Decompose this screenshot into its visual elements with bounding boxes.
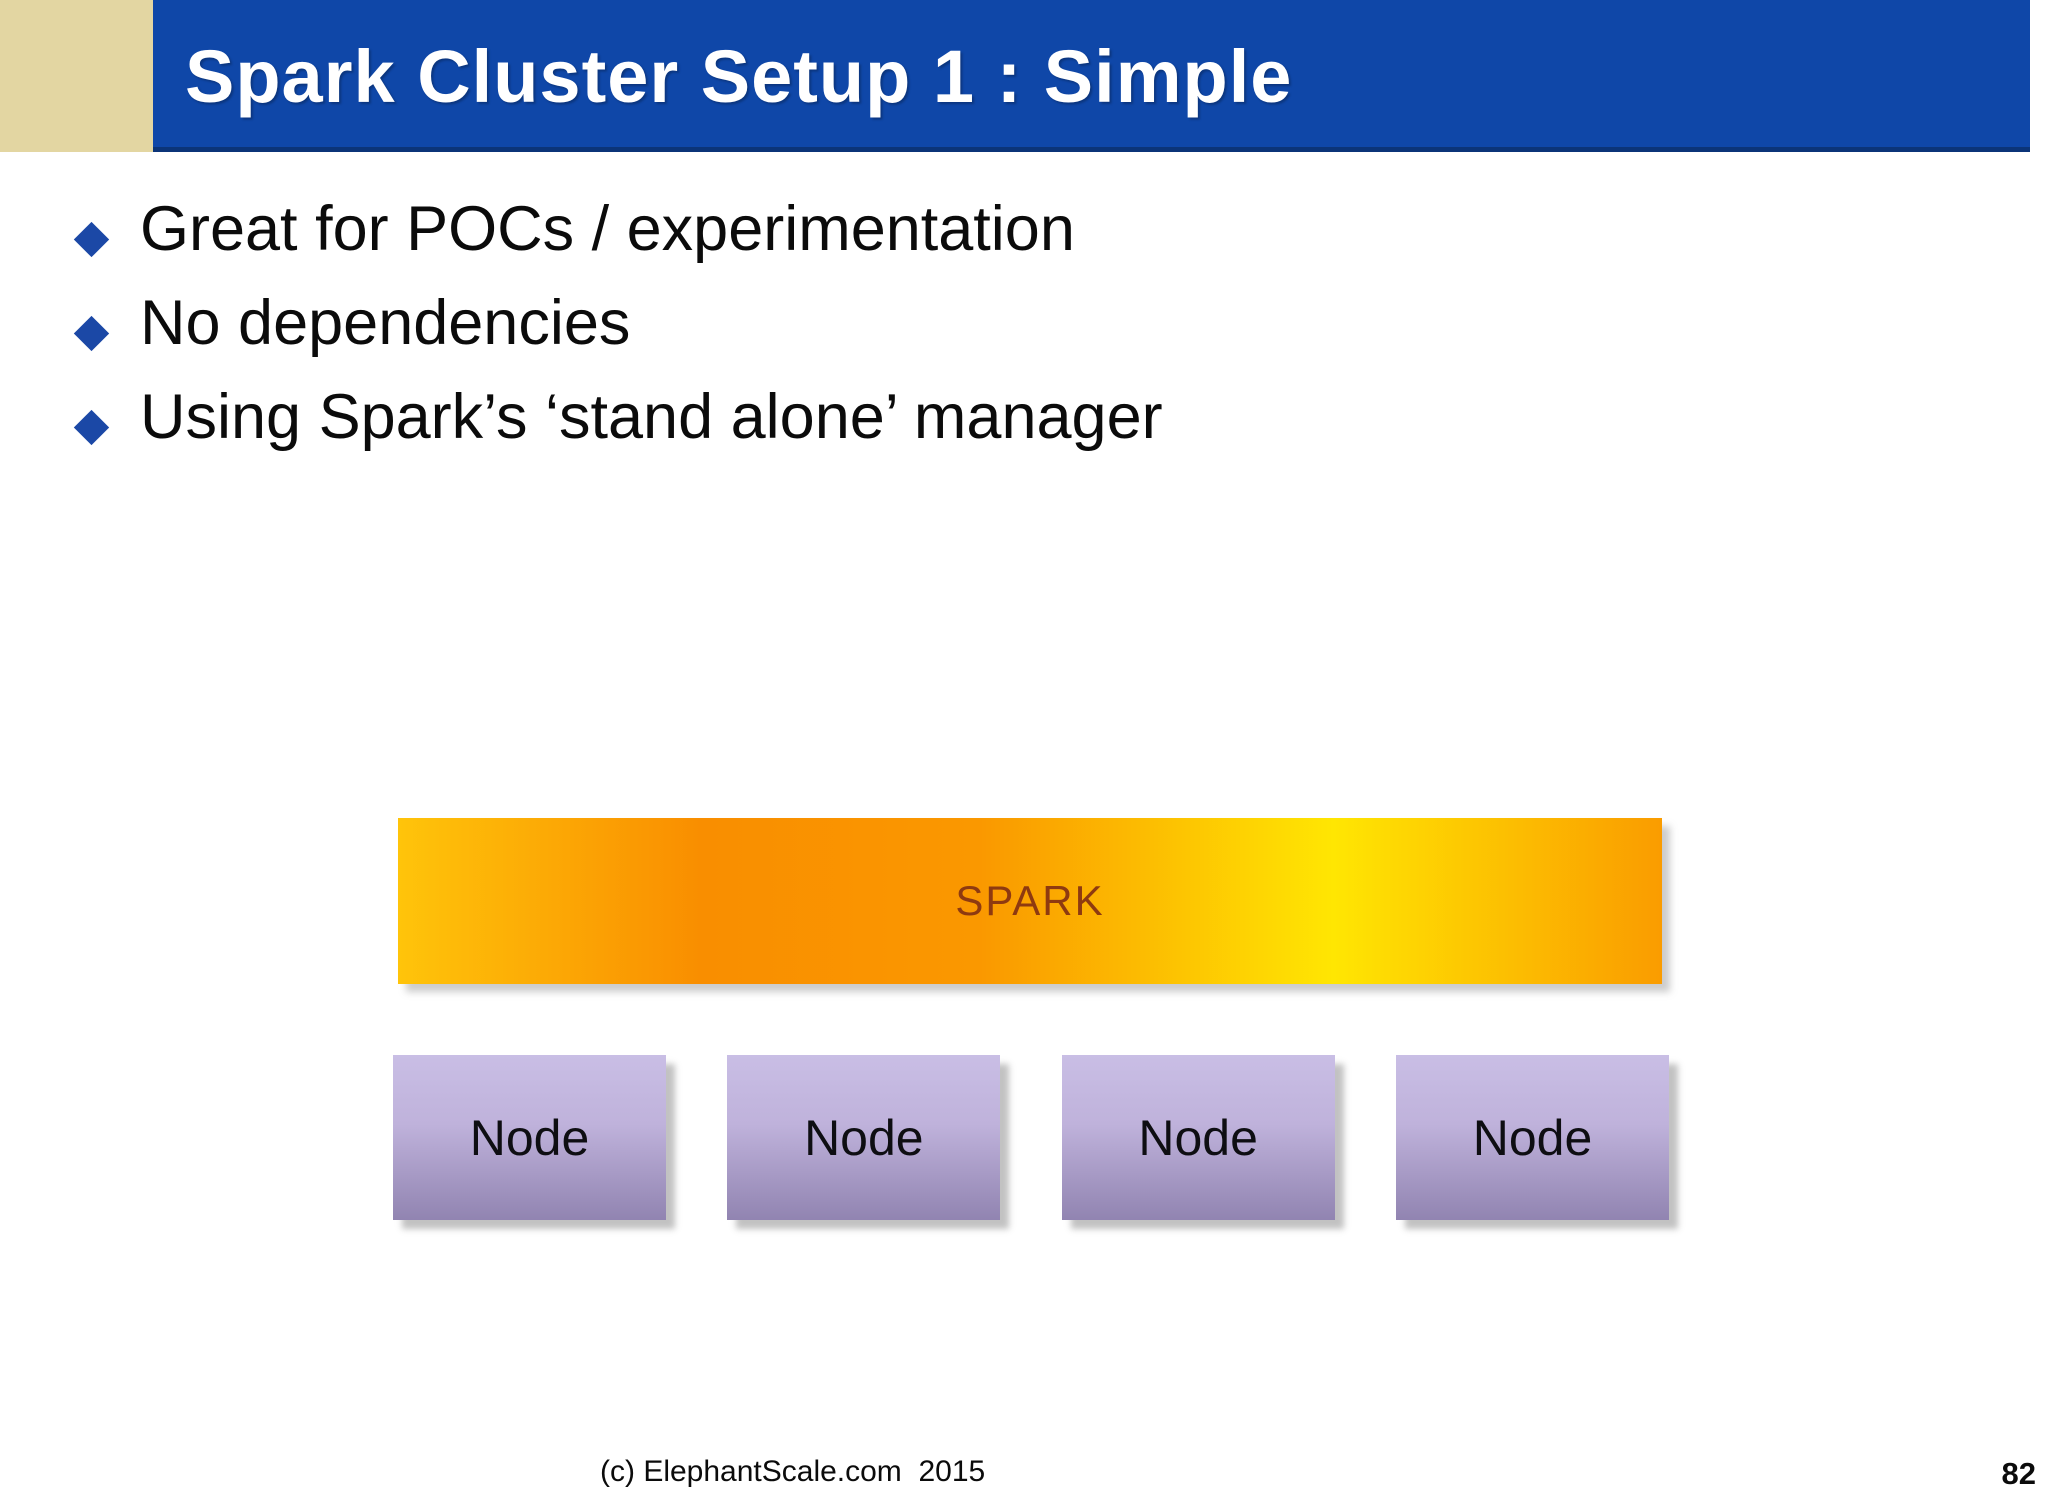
bullet-list: Great for POCs / experimentation No depe… (73, 194, 1163, 480)
bullet-text: Using Spark’s ‘stand alone’ manager (140, 382, 1163, 452)
bullet-item: Great for POCs / experimentation (73, 194, 1163, 264)
node-label: Node (1472, 1109, 1593, 1166)
spark-layer-label: SPARK (955, 877, 1105, 924)
header-accent-block (0, 0, 153, 152)
node-row: Node Node Node Node (393, 1055, 1669, 1220)
page-title: Spark Cluster Setup 1 : Simple (185, 35, 1293, 118)
diamond-bullet-icon (73, 221, 110, 258)
page-number: 82 (2001, 1456, 2036, 1491)
node-box: Node (1061, 1055, 1335, 1220)
node-label: Node (1138, 1109, 1258, 1166)
node-label: Node (469, 1109, 590, 1166)
title-bar (153, 0, 2030, 152)
diamond-bullet-icon (73, 409, 110, 446)
node-box: Node (1395, 1055, 1669, 1220)
header: Spark Cluster Setup 1 : Simple (0, 0, 2048, 152)
bullet-text: Great for POCs / experimentation (140, 194, 1075, 264)
spark-layer-box: SPARK (398, 818, 1662, 984)
bullet-item: No dependencies (73, 288, 1163, 358)
bullet-text: No dependencies (140, 288, 631, 358)
node-box: Node (727, 1055, 1001, 1220)
diamond-bullet-icon (73, 315, 110, 352)
footer-copyright: (c) ElephantScale.com 2015 (600, 1455, 986, 1488)
node-box: Node (393, 1055, 666, 1220)
bullet-item: Using Spark’s ‘stand alone’ manager (73, 382, 1163, 452)
node-label: Node (804, 1109, 924, 1166)
